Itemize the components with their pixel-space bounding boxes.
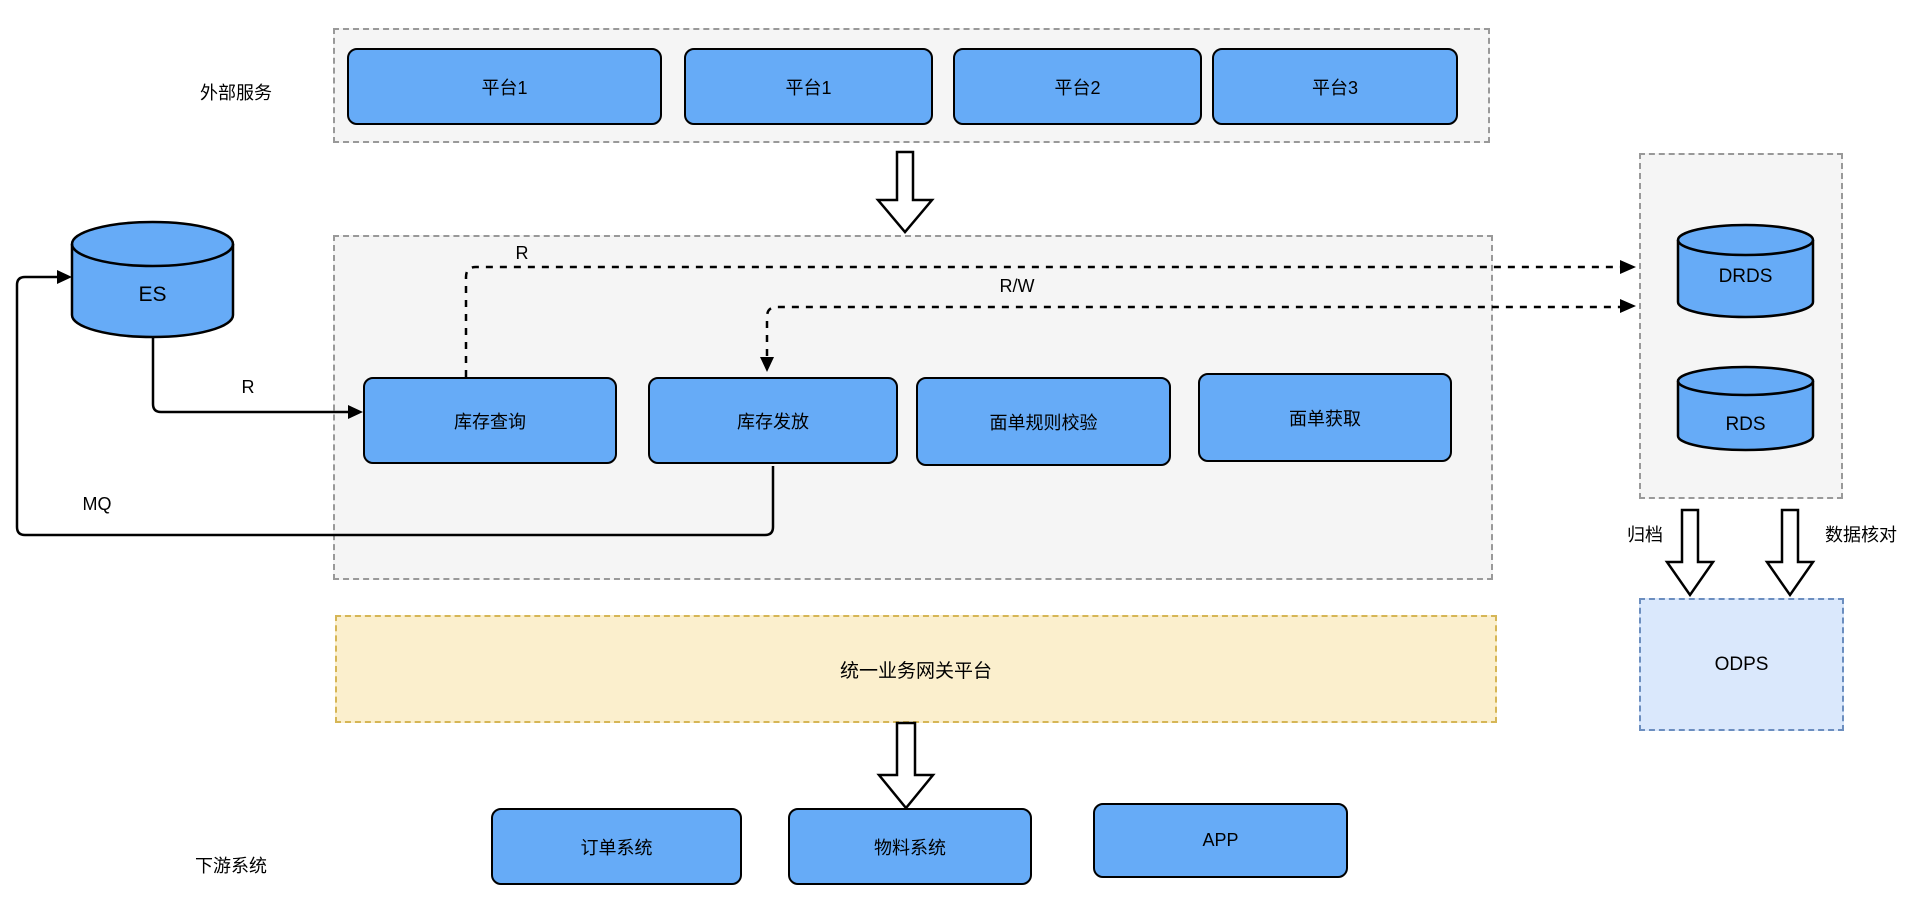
- platform-box-4: 平台3: [1212, 48, 1458, 125]
- odps-label: ODPS: [1714, 653, 1769, 675]
- platform-label: 平台3: [1311, 77, 1358, 98]
- downstream-label: 下游系统: [195, 856, 267, 876]
- waybill-rule-check-box: 面单规则校验: [916, 377, 1171, 466]
- gateway-box: 统一业务网关平台: [335, 615, 1497, 723]
- inventory-issue-box: 库存发放: [648, 377, 898, 464]
- down-arrow-external-to-services: [875, 150, 935, 234]
- es-label: ES: [138, 283, 167, 306]
- archive-edge-label: 归档: [1627, 525, 1663, 545]
- rds-label: RDS: [1725, 414, 1766, 435]
- platform-label: 平台1: [481, 77, 528, 98]
- service-label: 面单获取: [1289, 408, 1361, 429]
- material-system-box: 物料系统: [788, 808, 1032, 885]
- odps-box: ODPS: [1639, 598, 1844, 731]
- order-system-box: 订单系统: [491, 808, 742, 885]
- platform-box-3: 平台2: [953, 48, 1202, 125]
- service-label: 面单规则校验: [989, 412, 1098, 433]
- platform-box-2: 平台1: [684, 48, 933, 125]
- mq-edge-label: MQ: [82, 494, 112, 514]
- es-cylinder: [70, 220, 235, 339]
- service-label: 库存发放: [737, 411, 809, 432]
- downstream-label: 物料系统: [874, 837, 946, 858]
- downstream-label: APP: [1202, 830, 1239, 850]
- waybill-fetch-box: 面单获取: [1198, 373, 1452, 462]
- platform-label: 平台2: [1054, 77, 1101, 98]
- r-es-edge-label: R: [241, 377, 255, 397]
- inventory-query-box: 库存查询: [363, 377, 617, 464]
- rw-edge-label: R/W: [999, 276, 1035, 296]
- downstream-label: 订单系统: [580, 837, 653, 858]
- down-arrow-gateway-to-downstream: [876, 721, 936, 810]
- app-box: APP: [1093, 803, 1348, 878]
- external-services-label: 外部服务: [200, 83, 272, 103]
- platform-box-1: 平台1: [347, 48, 662, 125]
- database-container: [1639, 153, 1843, 499]
- gateway-label: 统一业务网关平台: [839, 660, 992, 682]
- r-dashed-edge-label: R: [515, 243, 529, 263]
- down-arrow-data-check: [1764, 508, 1816, 598]
- data-check-edge-label: 数据核对: [1825, 525, 1897, 545]
- service-label: 库存查询: [454, 411, 526, 432]
- drds-label: DRDS: [1718, 266, 1773, 287]
- platform-label: 平台1: [785, 77, 832, 98]
